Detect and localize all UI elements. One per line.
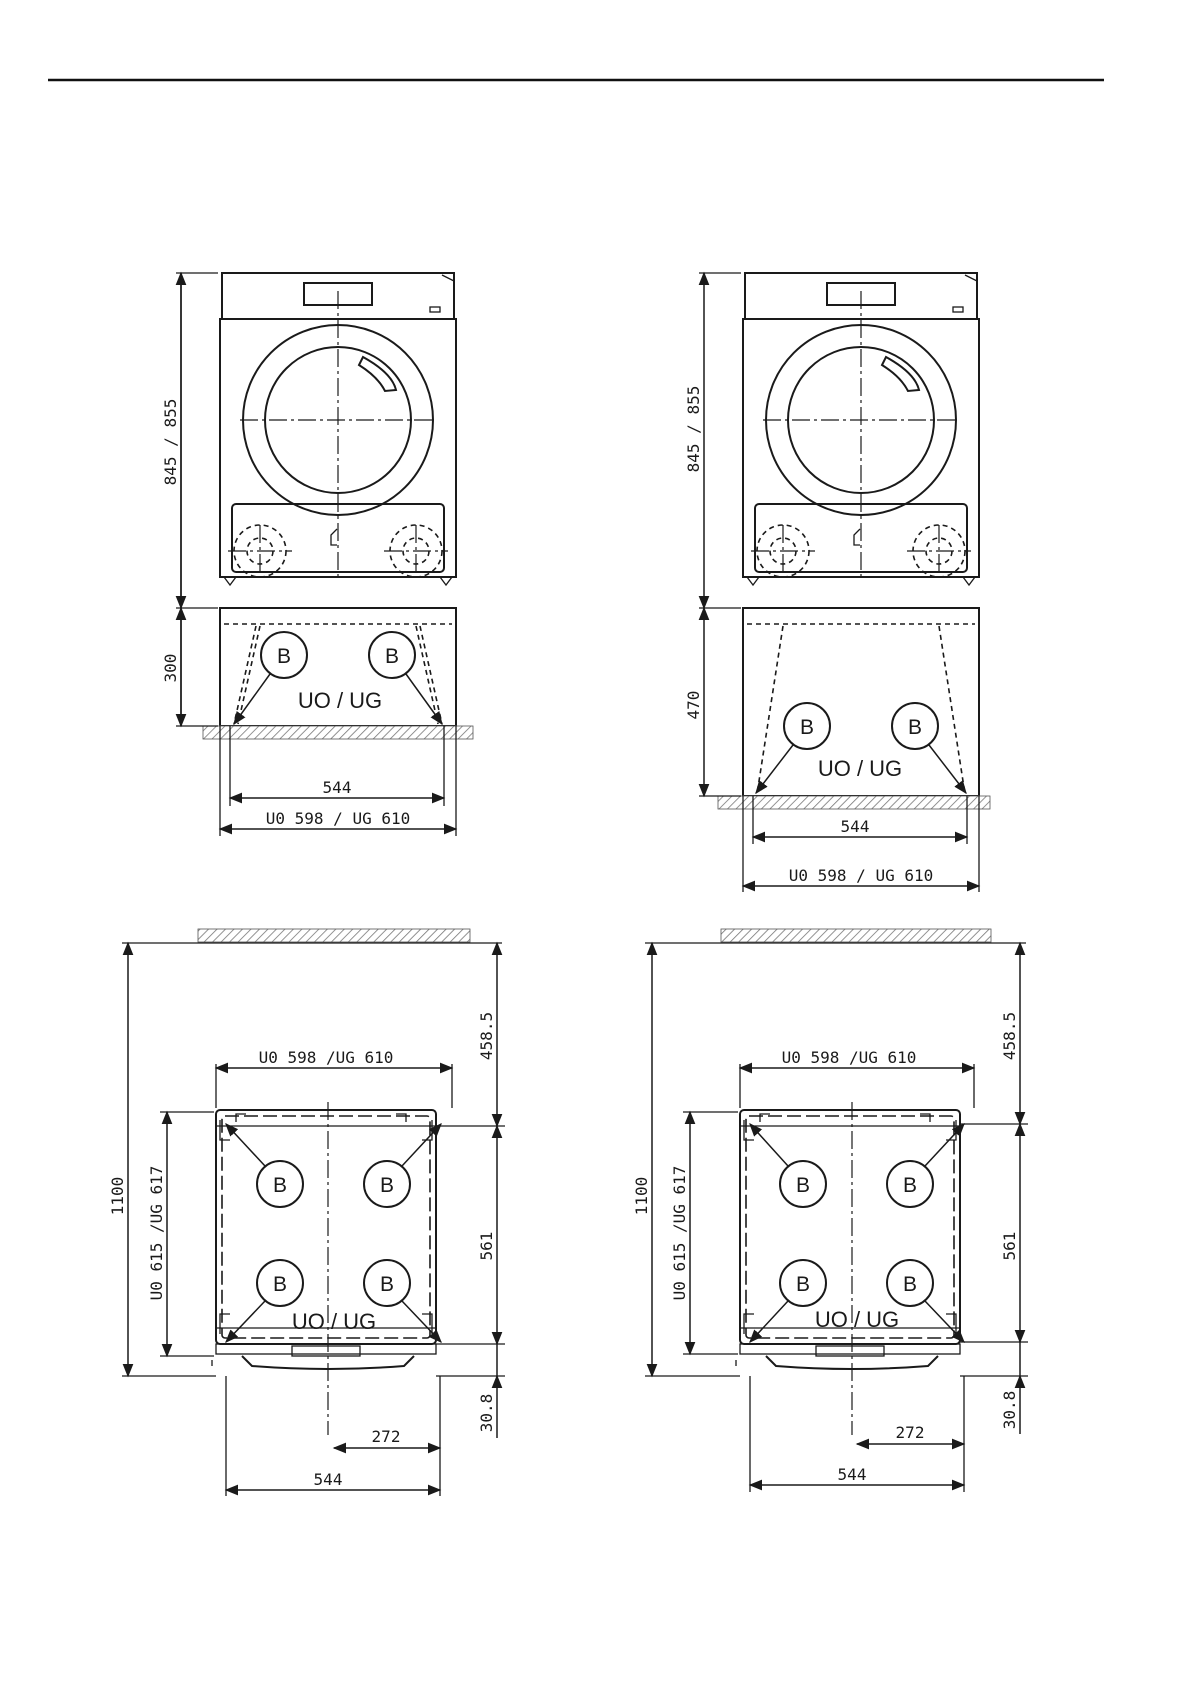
- front-view-base-300: B B UO / UG 845 / 855 300 544 U0 598 / U…: [161, 273, 473, 836]
- dim-height-base: 300: [161, 654, 180, 683]
- model-label: UO / UG: [292, 1309, 376, 1334]
- dim-width-total: U0 598 /UG 610: [259, 1048, 394, 1067]
- dim-width-half: 272: [896, 1423, 925, 1442]
- callout-b-label: B: [273, 1273, 287, 1296]
- dim-depth-body: U0 615 /UG 617: [147, 1166, 166, 1301]
- front-view-base-470: B B UO / UG 845 / 855 470 544 U0 598 / U…: [684, 273, 990, 892]
- dim-depth-mid: 561: [1000, 1232, 1019, 1261]
- callout-b-label: B: [380, 1273, 394, 1296]
- dim-width-total: U0 598 / UG 610: [789, 866, 934, 885]
- dim-height-base: 470: [684, 691, 703, 720]
- dim-height-machine: 845 / 855: [684, 386, 703, 473]
- dim-depth-body: U0 615 /UG 617: [670, 1166, 689, 1301]
- callout-b-label: B: [800, 716, 814, 739]
- callout-b-label: B: [908, 716, 922, 739]
- dim-depth-rear: 458.5: [1000, 1012, 1019, 1060]
- dim-depth-total: 1100: [632, 1177, 651, 1216]
- dim-depth-total: 1100: [108, 1177, 127, 1216]
- dim-depth-front: 30.8: [477, 1394, 496, 1433]
- top-view-left: B B B B UO / UG U0 598 /UG 610 1100 U0 6…: [108, 929, 505, 1496]
- callout-b-label: B: [796, 1174, 810, 1197]
- callout-b-label: B: [903, 1174, 917, 1197]
- dim-height-machine: 845 / 855: [161, 399, 180, 486]
- dim-width-feet: 544: [314, 1470, 343, 1489]
- callout-b-label: B: [903, 1273, 917, 1296]
- top-view-right: B B B B UO / UG U0 598 /UG 610 1100 U0 6…: [632, 929, 1028, 1492]
- model-label: UO / UG: [815, 1307, 899, 1332]
- dim-width-feet: 544: [323, 778, 352, 797]
- callout-b-label: B: [796, 1273, 810, 1296]
- callout-b-label: B: [277, 645, 291, 668]
- dim-depth-mid: 561: [477, 1232, 496, 1261]
- model-label: UO / UG: [818, 756, 902, 781]
- dim-width-half: 272: [372, 1427, 401, 1446]
- dim-width-total: U0 598 / UG 610: [266, 809, 411, 828]
- dim-width-feet: 544: [841, 817, 870, 836]
- dim-depth-rear: 458.5: [477, 1012, 496, 1060]
- model-label: UO / UG: [298, 688, 382, 713]
- callout-b-label: B: [380, 1174, 394, 1197]
- dim-width-feet: 544: [838, 1465, 867, 1484]
- callout-b-label: B: [273, 1174, 287, 1197]
- dim-depth-front: 30.8: [1000, 1391, 1019, 1430]
- callout-b-label: B: [385, 645, 399, 668]
- dim-width-total: U0 598 /UG 610: [782, 1048, 917, 1067]
